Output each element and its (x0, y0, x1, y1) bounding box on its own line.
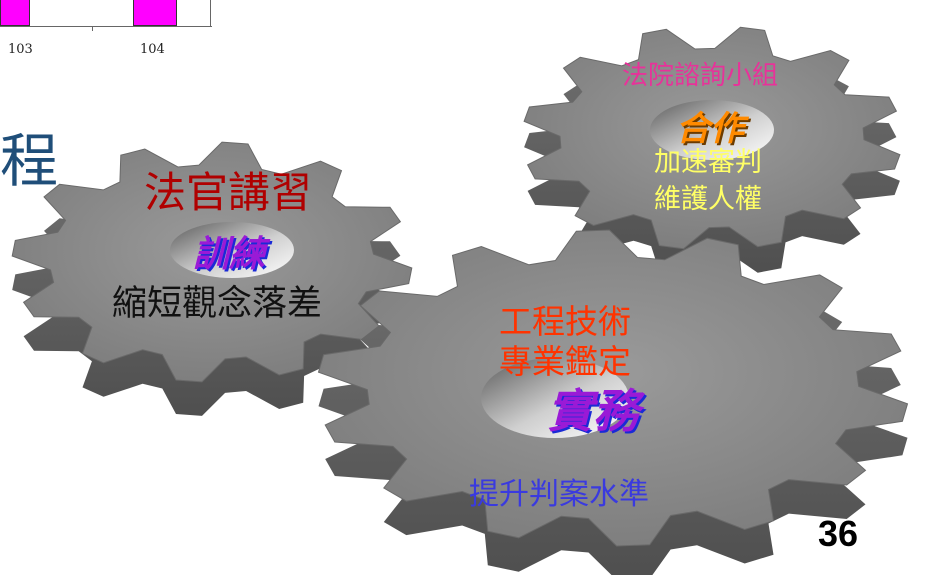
gear-practice-hole (481, 358, 629, 438)
x-tick (92, 26, 93, 31)
cooperation-line-1: 加速審判 (654, 147, 762, 178)
cooperation-wordart: 合作 (676, 109, 744, 149)
x-axis (0, 26, 212, 27)
cooperation-heading: 法院諮詢小組 (622, 61, 779, 91)
practice-heading-2: 專業鑑定 (499, 342, 631, 381)
bar-104 (133, 0, 177, 26)
gear-cooperation-hole (650, 100, 774, 160)
tick-label-103: 103 (8, 42, 33, 57)
chart-fragment: 103 104 (0, 0, 215, 60)
gear-training (11, 141, 413, 416)
practice-caption: 提升判案水準 (469, 477, 649, 512)
tick-label-104: 104 (140, 42, 165, 57)
gear-cooperation (523, 26, 901, 275)
training-wordart: 訓練 (193, 233, 266, 275)
practice-wordart: 實務 (547, 384, 639, 438)
cooperation-line-2: 維護人權 (654, 184, 762, 215)
gear-practice (317, 229, 909, 575)
plot-right-edge (210, 0, 211, 27)
practice-heading-1: 工程技術 (499, 302, 631, 341)
bar-103 (0, 0, 30, 26)
training-caption: 縮短觀念落差 (112, 284, 323, 324)
training-heading: 法官講習 (144, 168, 313, 217)
slide-title-fragment: 程 (0, 127, 59, 195)
page-number: 36 (818, 513, 859, 554)
gear-training-hole (170, 222, 294, 278)
